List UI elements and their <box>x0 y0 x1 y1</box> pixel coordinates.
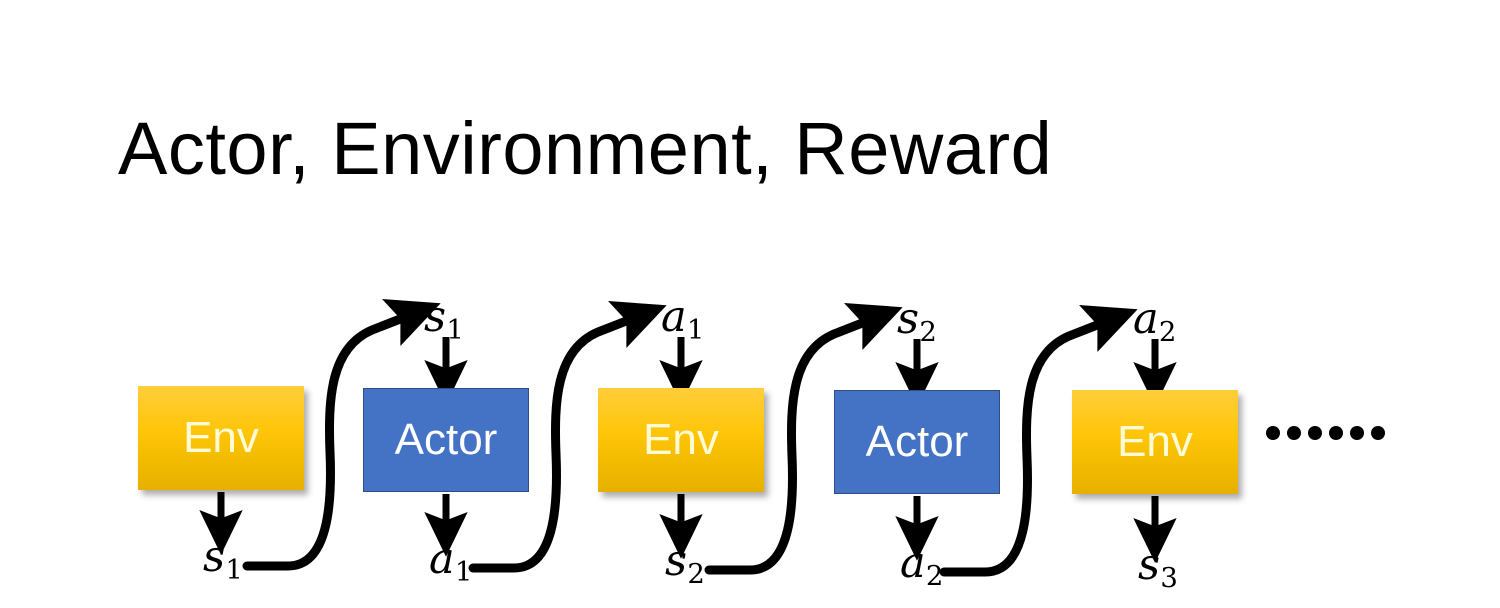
math-base: s <box>1138 540 1161 590</box>
math-sub: 1 <box>686 313 705 346</box>
label-action-a1-top: a1 <box>661 296 704 344</box>
ellipsis-dot <box>1287 426 1301 440</box>
math-base: a <box>429 534 455 584</box>
label-state-s2-bottom: s2 <box>665 540 705 588</box>
math-sub: 2 <box>925 559 944 592</box>
down-arrows-out-of-boxes <box>199 492 1177 563</box>
math-sub: 3 <box>1160 561 1178 594</box>
page-title: Actor, Environment, Reward <box>118 107 1053 190</box>
label-state-s1-bottom: s1 <box>203 536 243 584</box>
label-state-s2-top: s2 <box>897 298 937 346</box>
ellipsis-dot <box>1266 426 1280 440</box>
node-actor-1[interactable]: Actor <box>363 388 529 492</box>
ellipsis-dot <box>1371 426 1385 440</box>
node-actor-2[interactable]: Actor <box>834 390 1000 494</box>
math-base: a <box>1133 294 1159 344</box>
math-sub: 2 <box>1158 315 1177 348</box>
math-base: s <box>424 292 447 342</box>
math-base: s <box>665 536 688 586</box>
math-base: a <box>661 292 687 342</box>
node-env-1[interactable]: Env <box>138 386 304 490</box>
math-sub: 1 <box>225 553 243 586</box>
node-env-3[interactable]: Env <box>1072 390 1238 494</box>
label-action-a1-bottom: a1 <box>429 538 472 586</box>
label-state-s1-top: s1 <box>424 296 464 344</box>
label-state-s3-bottom: s3 <box>1138 544 1178 592</box>
down-arrows-into-boxes <box>424 337 1177 407</box>
math-sub: 2 <box>687 557 705 590</box>
node-label: Env <box>183 413 259 462</box>
ellipsis-dot <box>1350 426 1364 440</box>
label-action-a2-bottom: a2 <box>900 542 943 590</box>
math-base: a <box>900 538 926 588</box>
node-label: Actor <box>394 415 498 464</box>
node-env-2[interactable]: Env <box>598 388 764 492</box>
ellipsis-dot <box>1308 426 1322 440</box>
math-sub: 1 <box>446 313 464 346</box>
math-sub: 2 <box>919 315 937 348</box>
node-label: Actor <box>865 417 969 466</box>
math-base: s <box>897 294 920 344</box>
node-label: Env <box>1117 417 1193 466</box>
ellipsis-dot <box>1329 426 1343 440</box>
node-label: Env <box>643 415 719 464</box>
label-action-a2-top: a2 <box>1133 298 1176 346</box>
math-base: s <box>203 532 226 582</box>
continuation-ellipsis <box>1266 426 1385 440</box>
math-sub: 1 <box>454 555 473 588</box>
